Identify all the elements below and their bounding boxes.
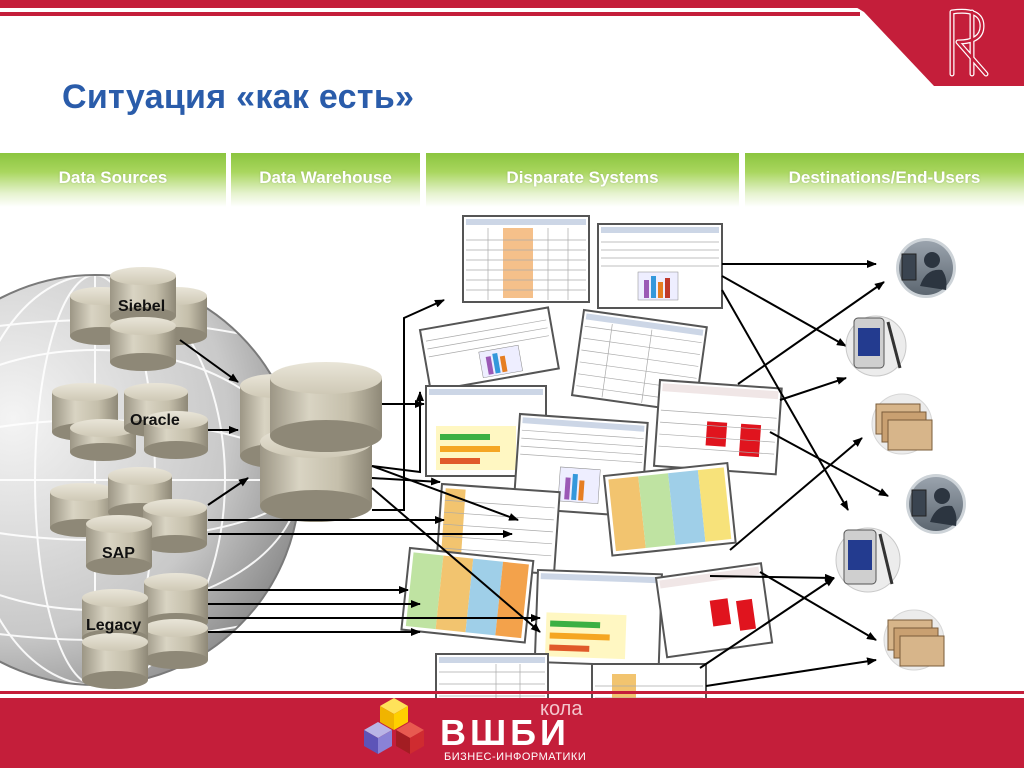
pda-icon	[836, 528, 900, 592]
report-thumbnail	[604, 463, 736, 556]
report-thumbnails	[401, 216, 781, 700]
folder-icon	[884, 610, 944, 670]
pda-icon	[846, 316, 906, 376]
report-thumbnail	[654, 380, 782, 474]
report-thumbnail	[535, 570, 662, 666]
footer-brand: ВШБИ	[440, 712, 570, 754]
source-label-sap: SAP	[102, 545, 135, 562]
diagram-canvas: Siebel Oracle SAP	[0, 0, 1024, 700]
source-label-oracle: Oracle	[130, 412, 180, 429]
data-warehouse-db	[240, 362, 382, 522]
source-label-siebel: Siebel	[118, 298, 165, 315]
footer-subtitle: БИЗНЕС-ИНФОРМАТИКИ	[444, 751, 586, 763]
footer-line	[0, 691, 1024, 694]
source-db-oracle: Oracle	[52, 383, 208, 461]
report-thumbnail	[420, 307, 559, 391]
report-thumbnail	[401, 548, 533, 643]
report-thumbnail	[598, 224, 722, 308]
report-thumbnail	[592, 664, 706, 700]
source-label-legacy: Legacy	[86, 617, 141, 634]
user-icon	[906, 474, 966, 534]
source-db-legacy: Legacy	[82, 573, 208, 689]
user-icon	[896, 238, 956, 298]
folder-icon	[872, 394, 932, 454]
cubes-logo-icon	[356, 694, 432, 768]
report-thumbnail	[463, 216, 589, 302]
